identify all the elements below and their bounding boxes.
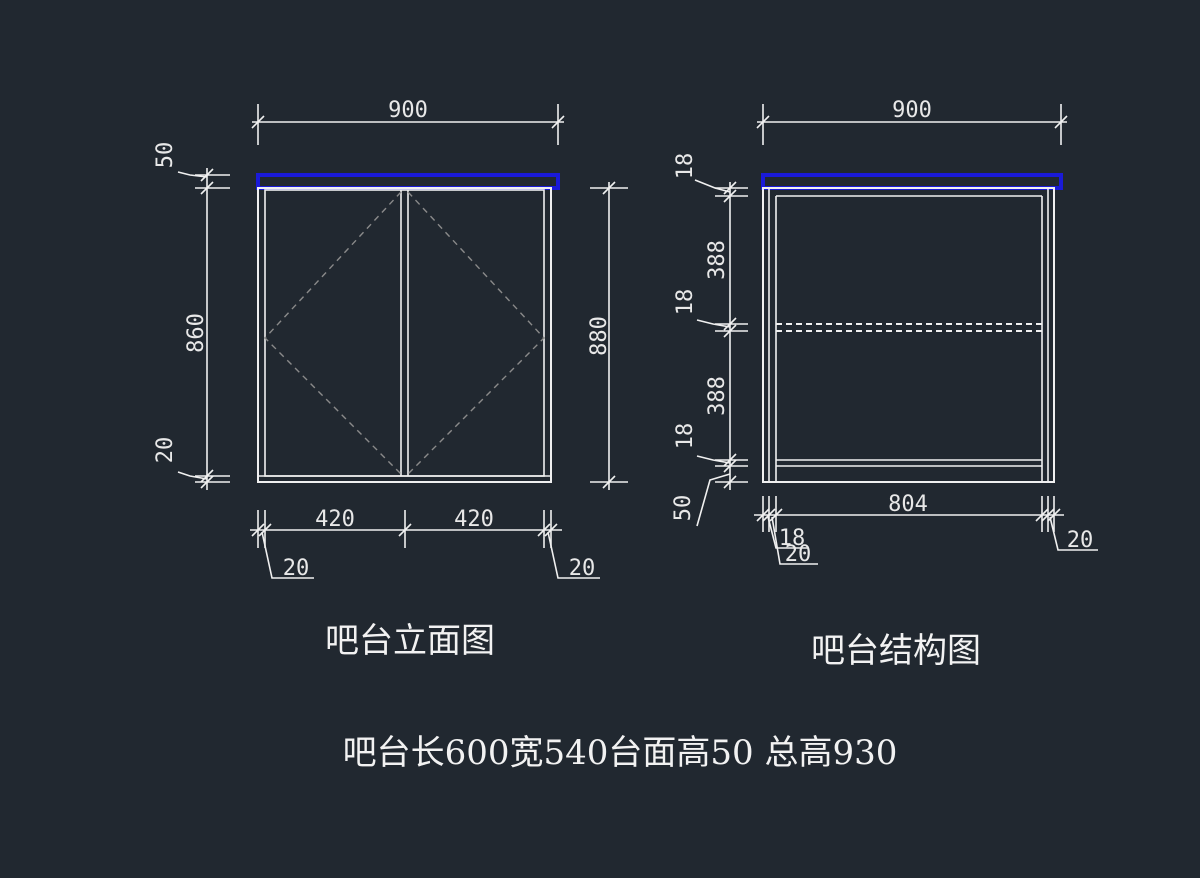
elevation-dim-height-right: 880: [587, 316, 612, 356]
structure-caption: 吧台结构图: [811, 631, 981, 671]
elevation-cabinet-outline: [257, 187, 552, 483]
structure-dim-lower-space: 388: [705, 376, 730, 416]
elevation-door-right-swing: [407, 191, 545, 475]
structure-view: 900 18 388 18 388 18: [671, 98, 1098, 671]
structure-dim-900: 900: [756, 98, 1068, 145]
elevation-dim-side-right: 20: [569, 556, 596, 581]
elevation-dim-height-left: 860: [184, 313, 209, 353]
elevation-dim-width-label: 900: [388, 98, 428, 123]
elevation-cabinet-inner: [264, 189, 545, 477]
elevation-view: 900 50 860 20 880: [153, 98, 628, 661]
elevation-dim-top-thickness: 50: [153, 142, 178, 169]
structure-dim-bottom: 804 18 20 20: [754, 492, 1098, 567]
structure-countertop: [761, 173, 1063, 190]
elevation-dim-right: 880: [587, 181, 628, 490]
structure-dim-bottom-panel: 18: [673, 423, 698, 450]
elevation-dim-900: 900: [251, 98, 565, 145]
structure-cabinet-outline: [762, 187, 1055, 483]
structure-dim-plinth: 50: [671, 495, 696, 522]
elevation-dim-door-right: 420: [454, 507, 494, 532]
structure-dim-side-b: 20: [785, 542, 812, 567]
elevation-dim-left: 50 860 20: [153, 142, 230, 490]
dimension-note: 吧台长600宽540台面高50 总高930: [343, 733, 898, 773]
structure-dim-width-label: 900: [892, 98, 932, 123]
structure-dim-left: 18 388 18 388 18 50: [671, 153, 748, 527]
structure-dim-side-right: 20: [1067, 528, 1094, 553]
elevation-door-left-swing: [264, 191, 402, 475]
structure-dim-upper-space: 388: [705, 240, 730, 280]
structure-dim-inner-width: 804: [888, 492, 928, 517]
elevation-dim-door-left: 420: [315, 507, 355, 532]
elevation-dim-side-left: 20: [283, 556, 310, 581]
structure-dim-top-panel: 18: [673, 153, 698, 180]
elevation-dim-bottom-left: 20: [153, 437, 178, 464]
elevation-countertop: [256, 173, 560, 190]
structure-dim-shelf: 18: [673, 289, 698, 316]
elevation-dim-bottom: 420 420 20 20: [250, 507, 600, 581]
structure-dim-side-a: 18: [779, 526, 806, 551]
elevation-caption: 吧台立面图: [325, 621, 495, 661]
